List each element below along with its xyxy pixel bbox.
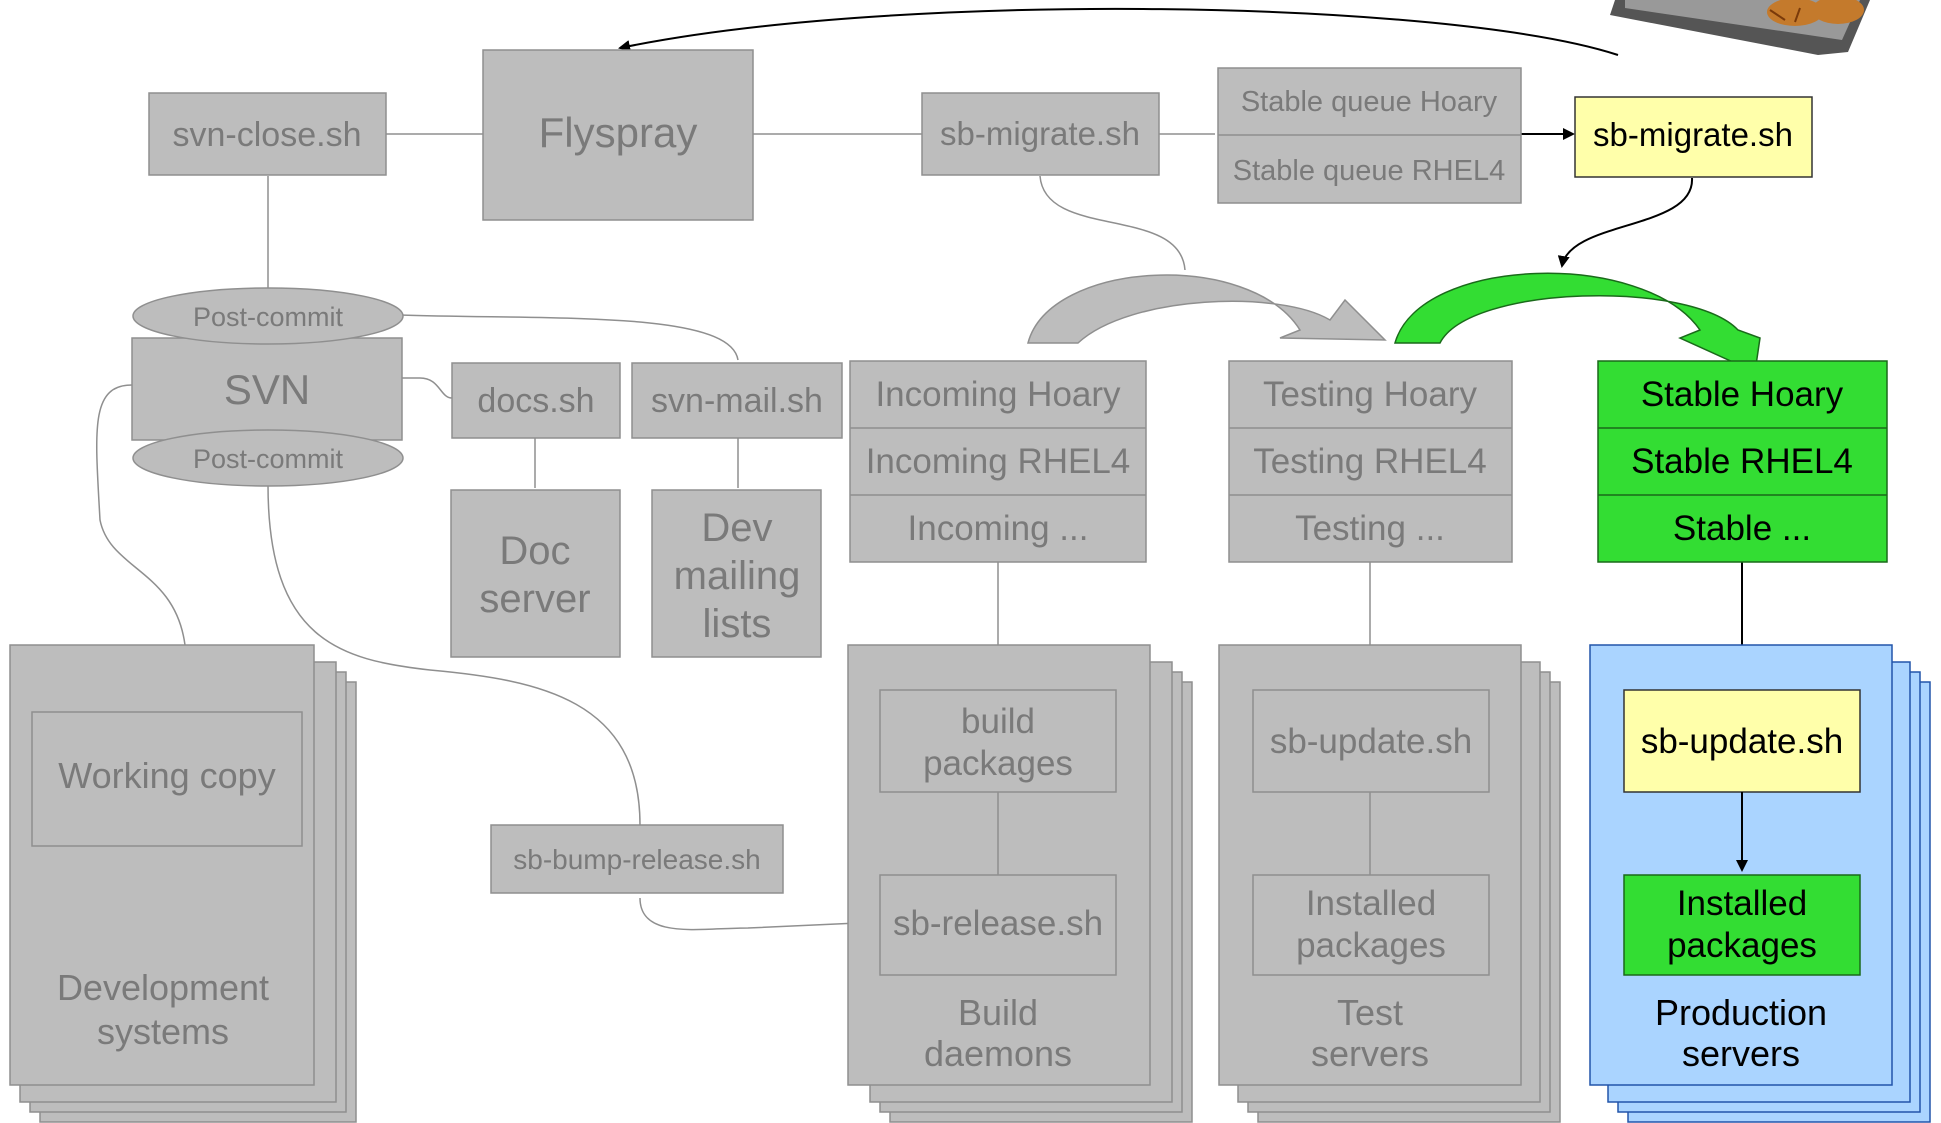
development-systems-line-2: systems: [97, 1011, 229, 1052]
development-systems-line-1: Development: [57, 967, 269, 1008]
dev-mailing-lists-box: [651, 489, 822, 658]
build-packages-line-2: packages: [923, 744, 1073, 783]
sb-migrate-gray-label: sb-migrate.sh: [940, 115, 1140, 152]
dev-mailing-lists-line-3: lists: [703, 602, 772, 646]
stable-queues-box: [1597, 360, 1888, 563]
sb-update-yellow-box: [1623, 689, 1861, 793]
sb-update-gray-box: [1252, 689, 1490, 793]
svn-mail-box: [631, 362, 843, 439]
installed-packages-green-line-2: packages: [1667, 926, 1817, 965]
sb-migrate-yellow-box: [1574, 96, 1813, 178]
incoming-hoary-label: Incoming Hoary: [875, 375, 1121, 414]
sb-bump-release-label: sb-bump-release.sh: [513, 844, 760, 875]
flyspray-box: [482, 49, 754, 221]
doc-server-box: [450, 489, 621, 658]
production-servers-line-1: Production: [1655, 992, 1827, 1033]
installed-packages-gray-box: [1252, 874, 1490, 976]
sb-migrate-yellow-label: sb-migrate.sh: [1593, 116, 1793, 153]
post-commit-bottom-label: Post-commit: [193, 444, 344, 474]
test-servers-line-1: Test: [1337, 992, 1403, 1033]
docs-sh-box: [451, 362, 621, 439]
build-packages-box: [879, 689, 1117, 793]
promote-arrow-green-icon: [1394, 272, 1761, 374]
svn-close-box: [148, 92, 387, 176]
sb-bump-release-box: [490, 824, 784, 894]
testing-queues-box: [1228, 360, 1513, 563]
stable-queue-hoary-label: Stable queue Hoary: [1241, 86, 1498, 118]
svn-mail-label: svn-mail.sh: [651, 382, 823, 420]
working-copy-label: Working copy: [58, 755, 275, 796]
testing-hoary-label: Testing Hoary: [1263, 375, 1477, 414]
svn-repository: [131, 287, 404, 487]
installed-packages-green-box: [1623, 874, 1861, 976]
dev-mailing-lists-line-1: Dev: [701, 506, 772, 550]
sb-update-gray-label: sb-update.sh: [1270, 722, 1472, 761]
stable-queue-rhel4-label: Stable queue RHEL4: [1233, 155, 1505, 187]
keyboard-mascot-icon: [1610, 0, 1870, 55]
sb-release-box: [879, 874, 1117, 976]
svn-close-label: svn-close.sh: [173, 116, 362, 154]
installed-packages-gray-line-1: Installed: [1306, 884, 1436, 923]
sb-migrate-gray-box: [921, 92, 1160, 176]
flyspray-label: Flyspray: [539, 109, 698, 156]
incoming-queues-box: [849, 360, 1147, 563]
testing-more-label: Testing ...: [1295, 509, 1445, 548]
build-daemons-line-2: daemons: [924, 1033, 1072, 1074]
installed-packages-gray-line-2: packages: [1296, 926, 1446, 965]
installed-packages-green-line-1: Installed: [1677, 884, 1807, 923]
svn-label: SVN: [224, 366, 310, 413]
post-commit-top-label: Post-commit: [193, 302, 344, 332]
testing-rhel4-label: Testing RHEL4: [1253, 442, 1486, 481]
doc-server-line-1: Doc: [499, 529, 570, 573]
stable-hoary-label: Stable Hoary: [1641, 375, 1844, 414]
docs-sh-label: docs.sh: [477, 382, 594, 420]
build-daemons-line-1: Build: [958, 992, 1038, 1033]
working-copy-box: [31, 711, 303, 847]
build-packages-line-1: build: [961, 702, 1035, 741]
dev-mailing-lists-line-2: mailing: [674, 554, 801, 598]
incoming-more-label: Incoming ...: [908, 509, 1089, 548]
stable-more-label: Stable ...: [1673, 509, 1811, 548]
sb-release-label: sb-release.sh: [893, 904, 1103, 943]
doc-server-line-2: server: [479, 577, 590, 621]
stable-rhel4-label: Stable RHEL4: [1631, 442, 1853, 481]
production-servers-line-2: servers: [1682, 1033, 1800, 1074]
incoming-rhel4-label: Incoming RHEL4: [866, 442, 1131, 481]
test-servers-line-2: servers: [1311, 1033, 1429, 1074]
promote-arrow-gray-icon: [1027, 274, 1387, 344]
sb-update-yellow-label: sb-update.sh: [1641, 722, 1843, 761]
